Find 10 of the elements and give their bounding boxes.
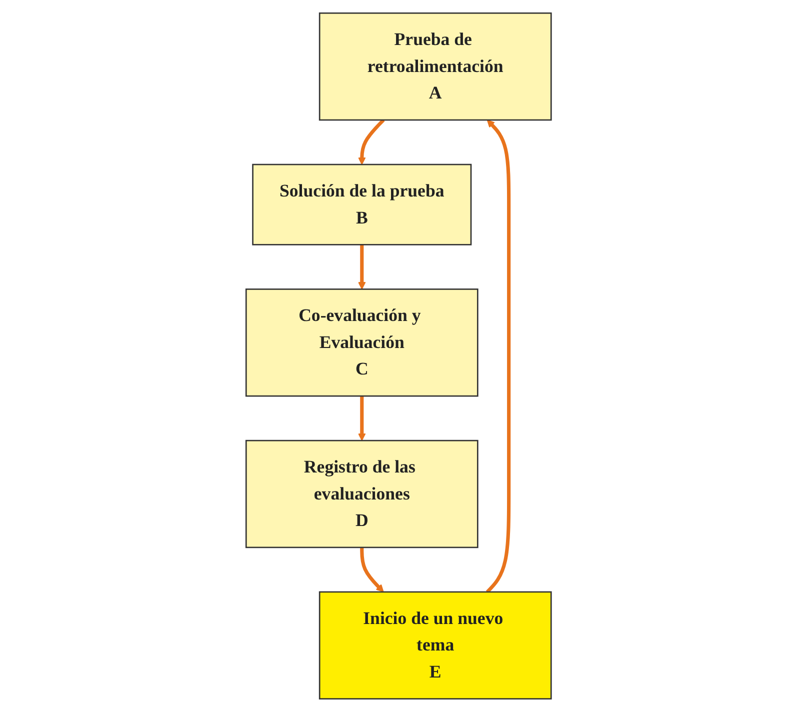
node-box: Registro de las evaluaciones D — [246, 439, 479, 548]
arrow — [358, 118, 386, 164]
arrow — [486, 119, 511, 593]
arrow — [358, 396, 366, 440]
arrow — [360, 546, 384, 592]
node-box: Co-evaluación y Evaluación C — [246, 288, 479, 396]
node-box: Solución de la prueba B — [252, 163, 472, 245]
node-box: Inicio de un nuevo tema E — [319, 590, 552, 700]
node-box: Prueba de retroalimentación A — [319, 12, 552, 120]
arrow — [358, 244, 366, 290]
